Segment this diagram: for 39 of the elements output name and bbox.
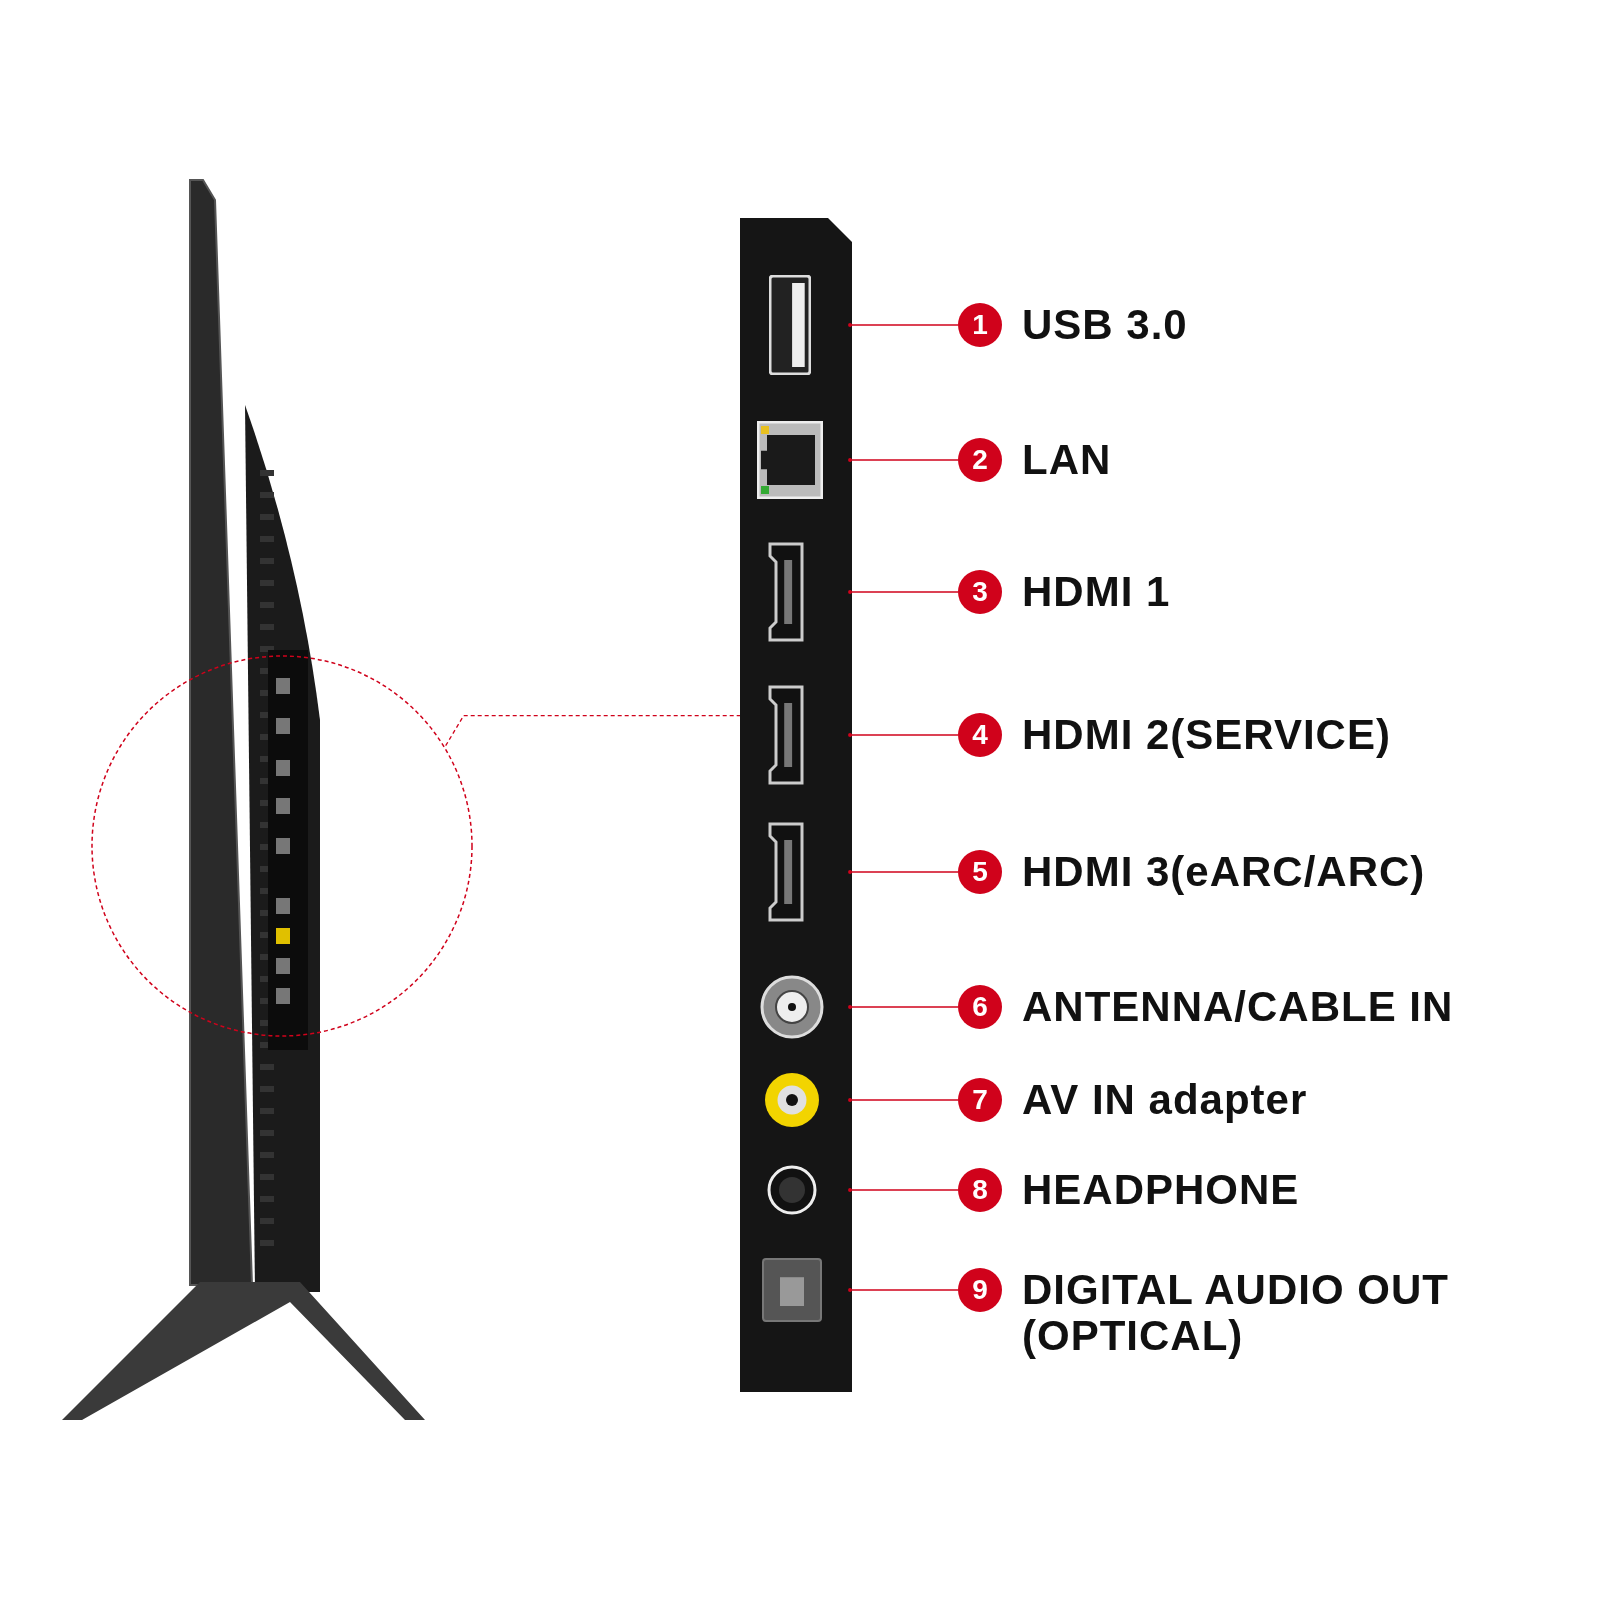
callout-number: 3: [958, 570, 1002, 614]
callout-number: 9: [958, 1268, 1002, 1312]
leader-line: [848, 323, 959, 327]
callout-number: 5: [958, 850, 1002, 894]
leader-line: [848, 1098, 959, 1102]
leader-line: [848, 458, 959, 462]
port-label: ANTENNA/CABLE IN: [1022, 984, 1455, 1030]
hdmi-port-icon: [768, 542, 804, 642]
magnifier-circle: [90, 654, 474, 1038]
port-label: AV IN adapter: [1022, 1077, 1309, 1123]
port-label: DIGITAL AUDIO OUT (OPTICAL): [1022, 1267, 1450, 1359]
leader-line: [848, 590, 959, 594]
hdmi-port-icon: [768, 822, 804, 922]
callout-number: 4: [958, 713, 1002, 757]
port-label: HDMI 1: [1022, 569, 1172, 615]
leader-line: [848, 1188, 959, 1192]
port-label: LAN: [1022, 437, 1113, 483]
port-panel-drawing: [740, 218, 852, 1392]
port-label: HDMI 2(SERVICE): [1022, 712, 1392, 758]
port-label: HDMI 3(eARC/ARC): [1022, 849, 1427, 895]
leader-line: [848, 733, 959, 737]
rca-port-icon: [763, 1071, 821, 1129]
hdmi-port-icon: [768, 685, 804, 785]
port-label: USB 3.0: [1022, 302, 1189, 348]
ethernet-port-icon: [757, 421, 823, 499]
callout-number: 2: [958, 438, 1002, 482]
leader-line: [848, 1288, 959, 1292]
coaxial-port-icon: [760, 975, 824, 1039]
optical-port-icon: [762, 1258, 822, 1322]
callout-number: 1: [958, 303, 1002, 347]
leader-line: [848, 870, 959, 874]
callout-number: 7: [958, 1078, 1002, 1122]
port-label: HEADPHONE: [1022, 1167, 1301, 1213]
callout-number: 8: [958, 1168, 1002, 1212]
headphone-jack-icon: [766, 1164, 818, 1216]
connector-line: [445, 715, 741, 747]
callout-number: 6: [958, 985, 1002, 1029]
usb-port-icon: [769, 275, 811, 375]
leader-line: [848, 1005, 959, 1009]
